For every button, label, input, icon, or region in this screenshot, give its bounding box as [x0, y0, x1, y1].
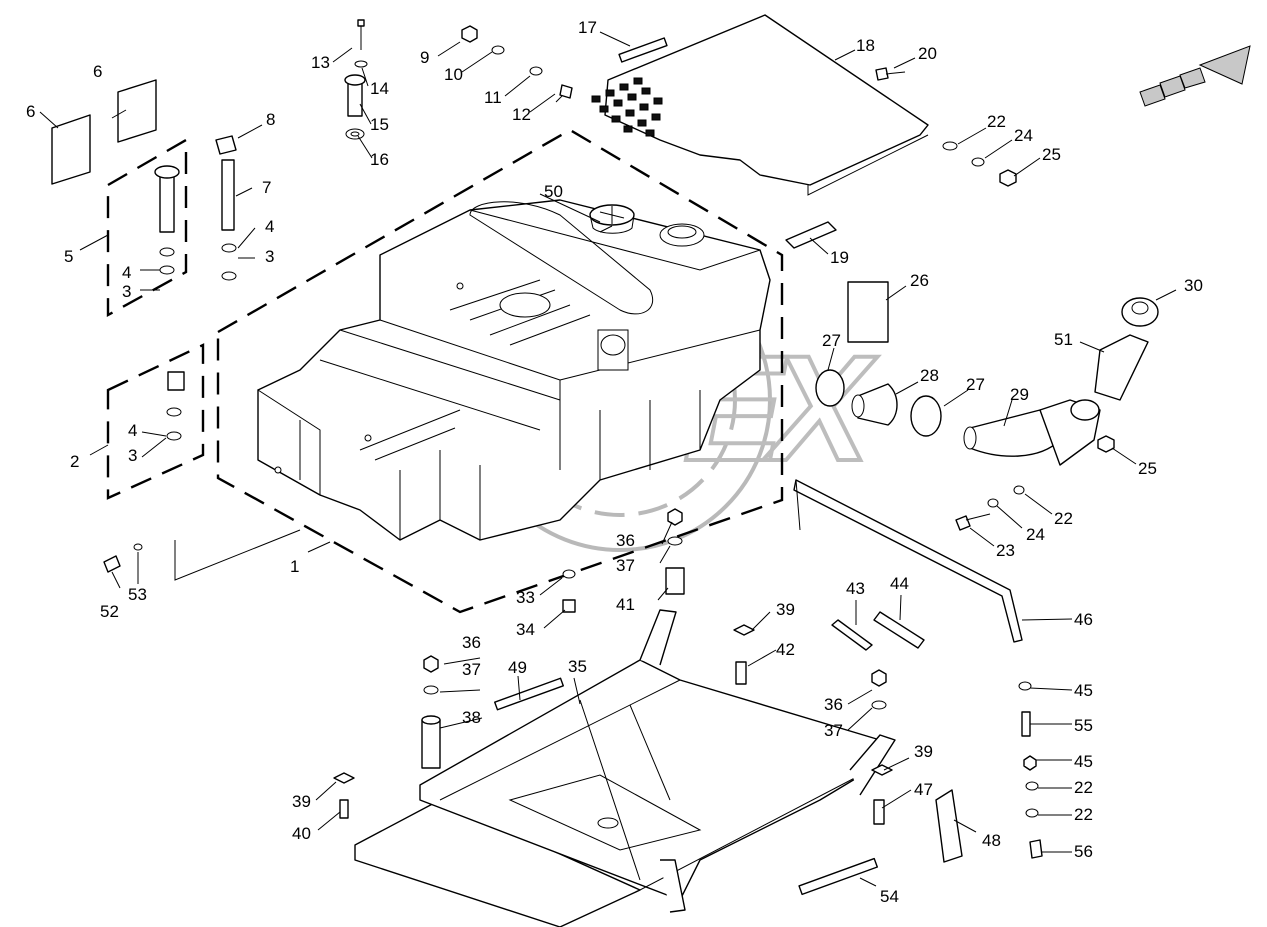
callout-30: 30: [1184, 276, 1203, 295]
lower-hardware: [333, 508, 963, 896]
callout-10: 10: [444, 65, 463, 84]
callout-26: 26: [910, 271, 929, 290]
callout-48: 48: [982, 831, 1001, 850]
callout-38: 38: [462, 708, 481, 727]
callout-22d: 22: [1074, 805, 1093, 824]
callout-4b: 4: [265, 217, 274, 236]
callout-52: 52: [100, 602, 119, 621]
callout-29: 29: [1010, 385, 1029, 404]
callout-40: 40: [292, 824, 311, 843]
rod-assembly: [793, 479, 1043, 859]
callout-22c: 22: [1074, 778, 1093, 797]
callout-46: 46: [1074, 610, 1093, 629]
callout-51: 51: [1054, 330, 1073, 349]
callout-39a: 39: [776, 600, 795, 619]
callout-44: 44: [890, 574, 909, 593]
callout-55: 55: [1074, 716, 1093, 735]
callout-50: 50: [544, 182, 563, 201]
group-outlines: [106, 128, 784, 614]
callout-24a: 24: [1014, 126, 1033, 145]
support-frame: [354, 609, 896, 927]
filler-assembly: [815, 297, 1159, 531]
callout-28: 28: [920, 366, 939, 385]
callout-27a: 27: [822, 331, 841, 350]
callout-45a: 45: [1074, 681, 1093, 700]
callout-25b: 25: [1138, 459, 1157, 478]
callout-35: 35: [568, 657, 587, 676]
direction-arrow-icon: [1139, 45, 1251, 107]
callout-4c: 4: [128, 421, 137, 440]
callout-33: 33: [516, 588, 535, 607]
callout-42: 42: [776, 640, 795, 659]
callout-22a: 22: [987, 112, 1006, 131]
callout-14: 14: [370, 79, 389, 98]
callout-13: 13: [311, 53, 330, 72]
callout-8: 8: [266, 110, 275, 129]
callout-22b: 22: [1054, 509, 1073, 528]
callout-3a: 3: [122, 282, 131, 301]
callout-5: 5: [64, 247, 73, 266]
callout-1: 1: [290, 557, 299, 576]
callout-6b: 6: [93, 62, 102, 81]
callout-19: 19: [830, 248, 849, 267]
callout-2: 2: [70, 452, 79, 471]
leader-lines: [39, 31, 1177, 887]
callout-25a: 25: [1042, 145, 1061, 164]
callout-47: 47: [914, 780, 933, 799]
callout-23: 23: [996, 541, 1015, 560]
callout-53: 53: [128, 585, 147, 604]
callout-36b: 36: [462, 633, 481, 652]
callout-17: 17: [578, 18, 597, 37]
perforation-grid: [591, 77, 663, 137]
callout-12: 12: [512, 105, 531, 124]
callout-9: 9: [420, 48, 429, 67]
callout-7: 7: [262, 178, 271, 197]
callout-45b: 45: [1074, 752, 1093, 771]
callout-49: 49: [508, 658, 527, 677]
callout-34: 34: [516, 620, 535, 639]
callout-39b: 39: [914, 742, 933, 761]
callout-56: 56: [1074, 842, 1093, 861]
cover-plate: [591, 14, 929, 196]
tank-cap: [589, 204, 635, 234]
callout-43: 43: [846, 579, 865, 598]
callout-41: 41: [616, 595, 635, 614]
callout-54: 54: [880, 887, 899, 906]
callout-37c: 37: [824, 721, 843, 740]
callout-36c: 36: [824, 695, 843, 714]
callout-37a: 37: [616, 556, 635, 575]
callout-36a: 36: [616, 531, 635, 550]
left-hardware: [51, 79, 237, 573]
callout-18: 18: [856, 36, 875, 55]
callout-labels: 1 2 3 3 3 4 4 4 5 6 6 7 8 9 10 11 12 13 …: [26, 18, 1203, 906]
callout-4a: 4: [122, 263, 131, 282]
callout-20: 20: [918, 44, 937, 63]
fuel-tank: [257, 199, 771, 541]
top-hardware: [344, 19, 1017, 343]
callout-39c: 39: [292, 792, 311, 811]
callout-3c: 3: [128, 446, 137, 465]
callout-6a: 6: [26, 102, 35, 121]
callout-24b: 24: [1026, 525, 1045, 544]
callout-27b: 27: [966, 375, 985, 394]
callout-11: 11: [484, 88, 502, 107]
callout-37b: 37: [462, 660, 481, 679]
callout-3b: 3: [265, 247, 274, 266]
callout-15: 15: [370, 115, 389, 134]
callout-16: 16: [370, 150, 389, 169]
